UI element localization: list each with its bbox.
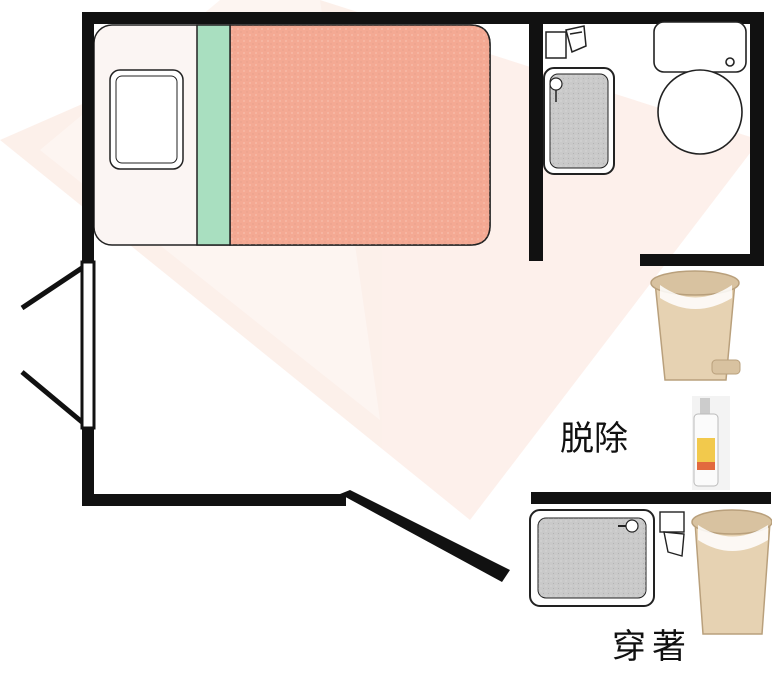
sink-icon bbox=[543, 67, 615, 175]
hand-sanitizer-icon bbox=[692, 396, 730, 490]
pillow-icon bbox=[109, 69, 184, 170]
trash-can-icon bbox=[650, 270, 741, 381]
door-icon bbox=[20, 260, 96, 430]
doffing-area-label: 脱除 bbox=[560, 419, 628, 459]
anteroom-trash-can-icon bbox=[691, 509, 772, 635]
anteroom-paper-towel-dispenser-icon bbox=[659, 511, 685, 557]
donning-area-label: 穿著 bbox=[612, 627, 692, 667]
paper-towel-dispenser-icon bbox=[545, 25, 587, 59]
bed-icon bbox=[93, 24, 491, 246]
toilet-icon bbox=[653, 21, 747, 155]
walls bbox=[82, 12, 771, 582]
anteroom-sink-icon bbox=[529, 509, 655, 607]
